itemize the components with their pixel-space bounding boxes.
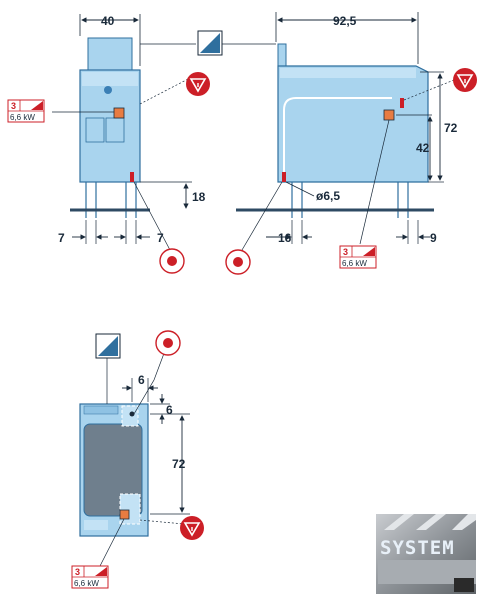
logo-text: SYSTEM — [380, 537, 455, 559]
electrical-power-label: 6,6 kW — [342, 259, 367, 268]
side-height2-dim: 42 — [416, 141, 430, 155]
front-view: 40 18 7 7 — [52, 14, 206, 251]
system-logo: SYSTEM — [376, 514, 476, 594]
electrical-power-label: 6,6 kW — [10, 113, 35, 122]
drain-connection-icon — [225, 249, 251, 275]
water-supply-icon — [95, 333, 121, 359]
gas-connection-icon — [186, 72, 210, 96]
water-supply-icon — [140, 30, 276, 56]
plan-offset-x: 6 — [138, 373, 145, 387]
front-leg-right-dim: 7 — [157, 231, 164, 245]
side-leg-front-dim: 16 — [278, 231, 292, 245]
side-depth-dim: 92,5 — [333, 14, 357, 28]
plan-length-dim: 72 — [172, 457, 186, 471]
gas-connection-icon — [453, 68, 477, 92]
gas-connection-icon — [180, 516, 204, 540]
drain-connection-icon — [159, 248, 185, 274]
side-leg-back-dim: 9 — [430, 231, 437, 245]
front-clearance-dim: 18 — [192, 190, 206, 204]
electrical-power-icon: 3 6,6 kW — [7, 99, 45, 123]
electrical-phase-label: 3 — [75, 567, 80, 577]
side-view: 92,5 72 42 ø6,5 16 9 — [236, 12, 458, 251]
electrical-phase-label: 3 — [11, 101, 16, 111]
plan-offset-y: 6 — [166, 403, 173, 417]
electrical-power-label: 6,6 kW — [74, 579, 99, 588]
electrical-power-icon: 3 6,6 kW — [339, 245, 377, 269]
front-leg-left-dim: 7 — [58, 231, 65, 245]
side-drain-diam: ø6,5 — [316, 189, 340, 203]
plan-view: 6 6 72 — [79, 347, 190, 567]
drain-connection-icon — [155, 330, 181, 356]
side-height-dim: 72 — [444, 121, 458, 135]
electrical-phase-label: 3 — [343, 247, 348, 257]
front-width-dim: 40 — [101, 14, 115, 28]
electrical-power-icon: 3 6,6 kW — [71, 565, 109, 589]
